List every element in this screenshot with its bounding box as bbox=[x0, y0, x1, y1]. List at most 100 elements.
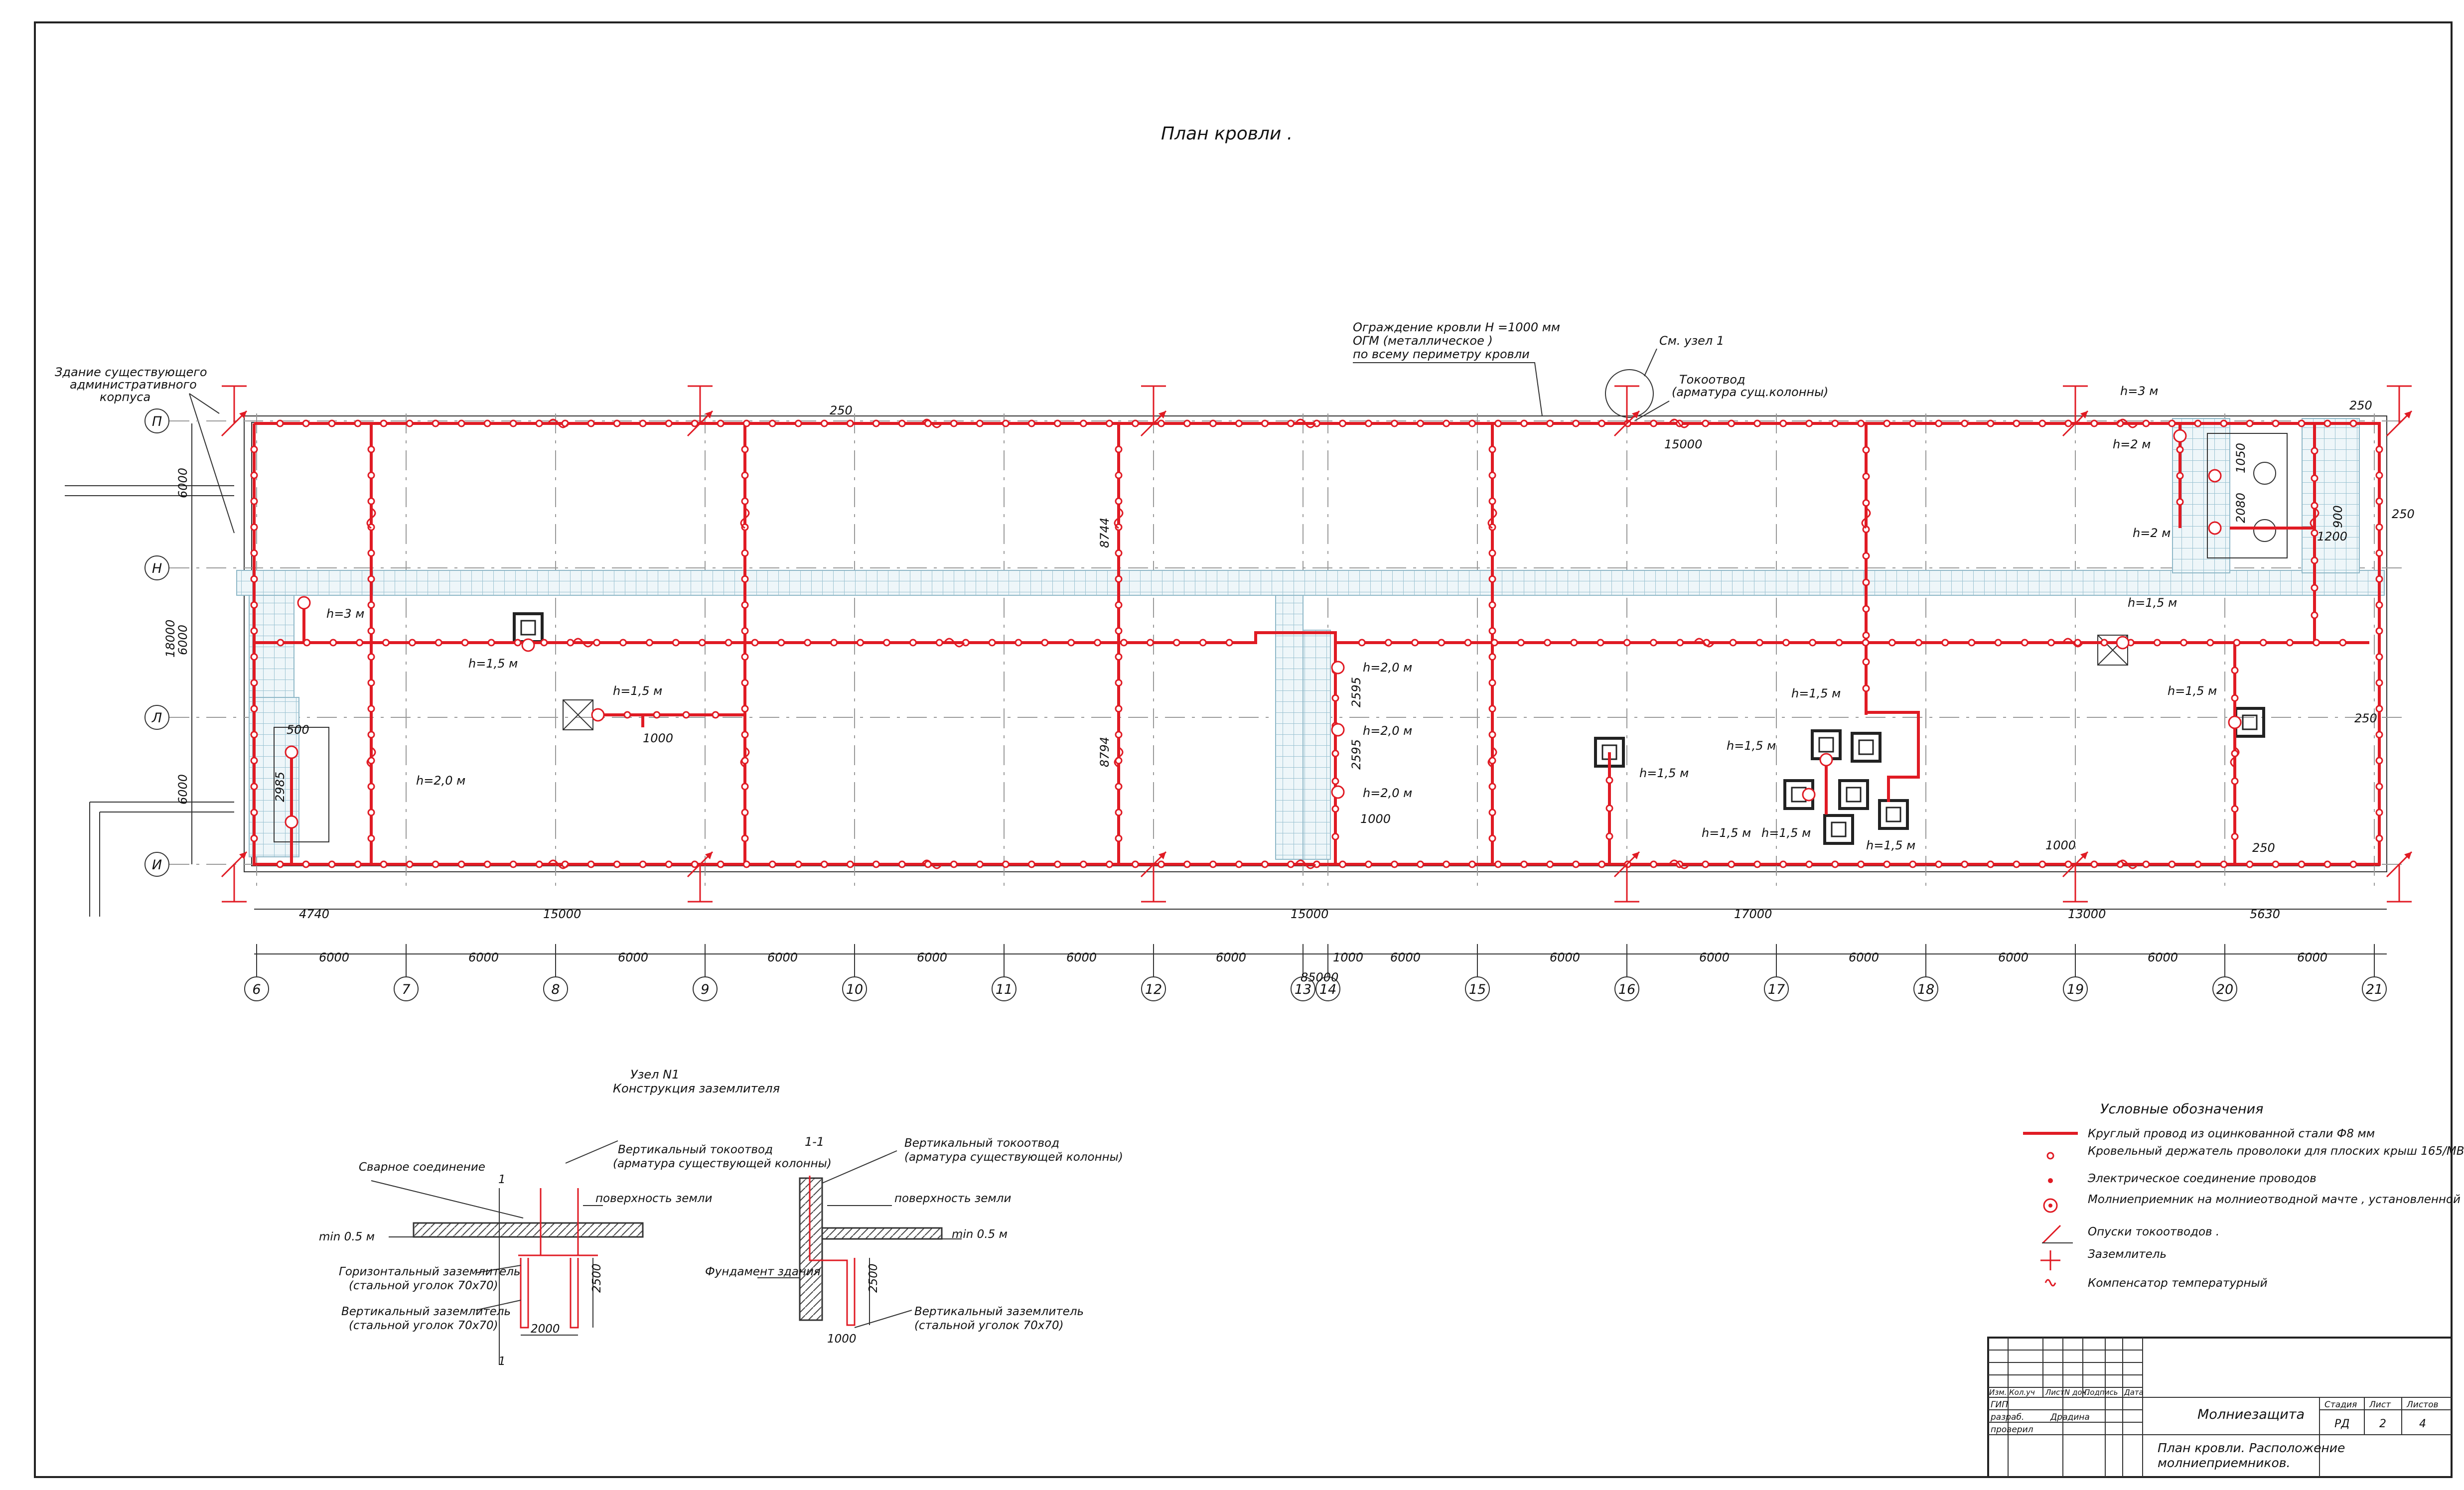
wire-holder bbox=[1157, 419, 1165, 427]
wire-holder bbox=[741, 445, 749, 453]
wire-holder bbox=[1464, 639, 1472, 647]
wire-holder bbox=[2311, 611, 2319, 619]
wire-holder bbox=[741, 809, 749, 816]
wire-holder bbox=[988, 639, 996, 647]
section-ground bbox=[821, 1227, 943, 1240]
dimension-inner: 250 bbox=[2392, 507, 2415, 521]
wire-holder bbox=[1987, 419, 1995, 427]
wire-holder bbox=[487, 639, 495, 647]
wire-holder bbox=[1115, 834, 1123, 842]
wire-holder bbox=[432, 419, 439, 427]
tb-header-0: Изм. bbox=[1989, 1388, 2007, 1397]
dimension-chain-lower: 6000 bbox=[917, 950, 947, 964]
wire-holder bbox=[1488, 834, 1496, 842]
dimension-left: 6000 bbox=[176, 774, 190, 805]
wire-holder bbox=[1605, 832, 1613, 840]
wire-holder bbox=[1411, 639, 1419, 647]
dimension-chain-lower: 6000 bbox=[1066, 950, 1097, 964]
legend-item-ground: Заземлитель bbox=[2088, 1248, 2167, 1261]
wire-holder bbox=[2375, 549, 2383, 557]
wire-holder bbox=[1115, 627, 1123, 635]
height-label: h=2,0 м bbox=[416, 774, 465, 788]
wire-holder bbox=[1417, 860, 1425, 868]
wire-holder bbox=[1417, 419, 1425, 427]
wire-holder bbox=[1862, 639, 1870, 647]
node-subtitle: Конструкция заземлителя bbox=[613, 1082, 780, 1095]
bay-center-left bbox=[1275, 595, 1304, 860]
wire-holder bbox=[1488, 705, 1496, 713]
compensator bbox=[943, 638, 965, 648]
compensator bbox=[547, 418, 569, 428]
wire-holder bbox=[2311, 529, 2319, 537]
wire-holder bbox=[1572, 419, 1580, 427]
column-axis-label: 16 bbox=[1618, 982, 1635, 997]
wire-holder bbox=[1183, 419, 1191, 427]
wire-holder bbox=[1831, 860, 1839, 868]
air-terminal bbox=[2208, 521, 2222, 535]
dimension-chain-lower: 6000 bbox=[1216, 950, 1246, 964]
wire-holder bbox=[717, 419, 725, 427]
wire-holder bbox=[1862, 605, 1870, 613]
column-axis-bubble bbox=[1614, 976, 1639, 1001]
wire-holder bbox=[1650, 419, 1658, 427]
wire-holder bbox=[1935, 860, 1943, 868]
sheet-frame bbox=[34, 21, 2453, 1478]
wire-holder bbox=[741, 497, 749, 505]
wire-holder bbox=[593, 639, 601, 647]
existing-building-line-1: Здание существующего bbox=[55, 365, 207, 379]
wire-holder bbox=[406, 860, 414, 868]
wire-holder bbox=[1115, 705, 1123, 713]
tb-header-5: Дата bbox=[2124, 1388, 2144, 1397]
wire-holder bbox=[1115, 471, 1123, 479]
tb-sheet-label: Лист bbox=[2369, 1400, 2391, 1410]
air-terminal bbox=[1802, 788, 1816, 802]
wire-holder bbox=[380, 419, 388, 427]
wire-holder bbox=[250, 601, 258, 609]
column-axis-bubble bbox=[1291, 976, 1315, 1001]
row-axis-label: Н bbox=[152, 561, 162, 576]
wire-holder bbox=[1261, 860, 1269, 868]
wire-holder bbox=[535, 419, 543, 427]
wire-holder bbox=[1002, 419, 1010, 427]
wire-holder bbox=[2038, 860, 2046, 868]
wire-holder bbox=[1494, 419, 1502, 427]
wire-holder bbox=[1517, 639, 1525, 647]
column-axis-label: 21 bbox=[2366, 982, 2383, 997]
wire-holder bbox=[1753, 419, 1761, 427]
air-terminal bbox=[297, 596, 311, 610]
wire-holder bbox=[535, 860, 543, 868]
wire-holder bbox=[1488, 549, 1496, 557]
wire-holder bbox=[2286, 639, 2294, 647]
wire-holder bbox=[2323, 860, 2331, 868]
wire-holder bbox=[1779, 419, 1787, 427]
bay-middle bbox=[236, 570, 2385, 596]
wire-holder bbox=[2074, 639, 2082, 647]
wire-holder bbox=[950, 860, 958, 868]
wire-holder bbox=[1443, 860, 1450, 868]
compensator bbox=[921, 859, 943, 869]
wire-holder bbox=[1779, 860, 1787, 868]
row-axis-label: Л bbox=[151, 710, 162, 726]
wire-holder bbox=[898, 419, 906, 427]
height-label: h=1,5 м bbox=[1866, 838, 1915, 852]
wire-holder bbox=[367, 679, 375, 687]
height-label: h=1,5 м bbox=[1761, 826, 1811, 840]
wire-holder bbox=[898, 860, 906, 868]
wire-holder bbox=[741, 471, 749, 479]
dimension-chain-upper: 17000 bbox=[1734, 907, 1772, 921]
page-title: План кровли . bbox=[1161, 124, 1293, 144]
dimension-inner: 8744 bbox=[1098, 518, 1112, 548]
fence-line-3: по всему периметру кровли bbox=[1353, 347, 1530, 361]
wire-holder bbox=[741, 679, 749, 687]
wire-holder bbox=[665, 860, 673, 868]
wire-holder bbox=[2298, 419, 2306, 427]
wire-holder bbox=[2375, 809, 2383, 816]
wire-holder bbox=[432, 860, 439, 868]
dimension-chain-lower: 6000 bbox=[1550, 950, 1580, 964]
wire-holder bbox=[1987, 860, 1995, 868]
wire-holder bbox=[1235, 860, 1243, 868]
air-terminals bbox=[285, 429, 2242, 829]
wire-holder bbox=[872, 860, 880, 868]
wire-holder bbox=[1862, 499, 1870, 507]
